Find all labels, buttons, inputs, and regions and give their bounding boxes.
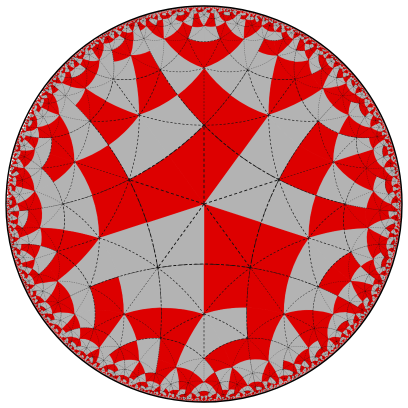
red-tile-cell	[12, 249, 14, 252]
red-tile-cell	[7, 181, 10, 183]
red-tile-cell	[247, 337, 272, 362]
gray-tile-cell	[157, 263, 205, 315]
gray-tile-cell	[30, 291, 34, 295]
red-tile-cell	[399, 215, 402, 217]
red-tile-cell	[387, 136, 390, 138]
red-tile-cell	[244, 394, 247, 397]
red-tile-cell	[19, 273, 21, 275]
red-tile-cell	[6, 209, 8, 212]
red-tile-cell	[284, 378, 288, 382]
red-tile-cell	[395, 245, 397, 247]
red-tile-cell	[203, 263, 251, 315]
red-tile-cell	[399, 220, 401, 222]
red-tile-cell	[339, 61, 341, 63]
red-tile-cell	[229, 398, 232, 400]
red-tile-cell	[7, 185, 9, 187]
red-tile-cell	[237, 397, 239, 399]
red-tile-cell	[300, 32, 303, 34]
gray-tile-cell	[53, 77, 57, 81]
gray-tile-cell	[136, 337, 161, 362]
red-tile-cell	[14, 258, 16, 260]
red-tile-cell	[179, 398, 181, 401]
red-tile-cell	[6, 194, 9, 197]
red-tile-cell	[254, 393, 257, 395]
red-tile-cell	[104, 369, 108, 373]
red-tile-cell	[318, 44, 321, 47]
red-tile-cell	[18, 270, 20, 273]
red-tile-cell	[14, 260, 17, 262]
red-tile-cell	[37, 308, 40, 311]
red-tile-cell	[296, 30, 298, 32]
red-tile-cell	[337, 59, 339, 61]
red-tile-cell	[399, 218, 401, 220]
red-tile-cell	[298, 31, 301, 33]
red-tile-cell	[370, 306, 373, 308]
red-tile-cell	[378, 292, 380, 294]
red-tile-cell	[352, 74, 354, 76]
